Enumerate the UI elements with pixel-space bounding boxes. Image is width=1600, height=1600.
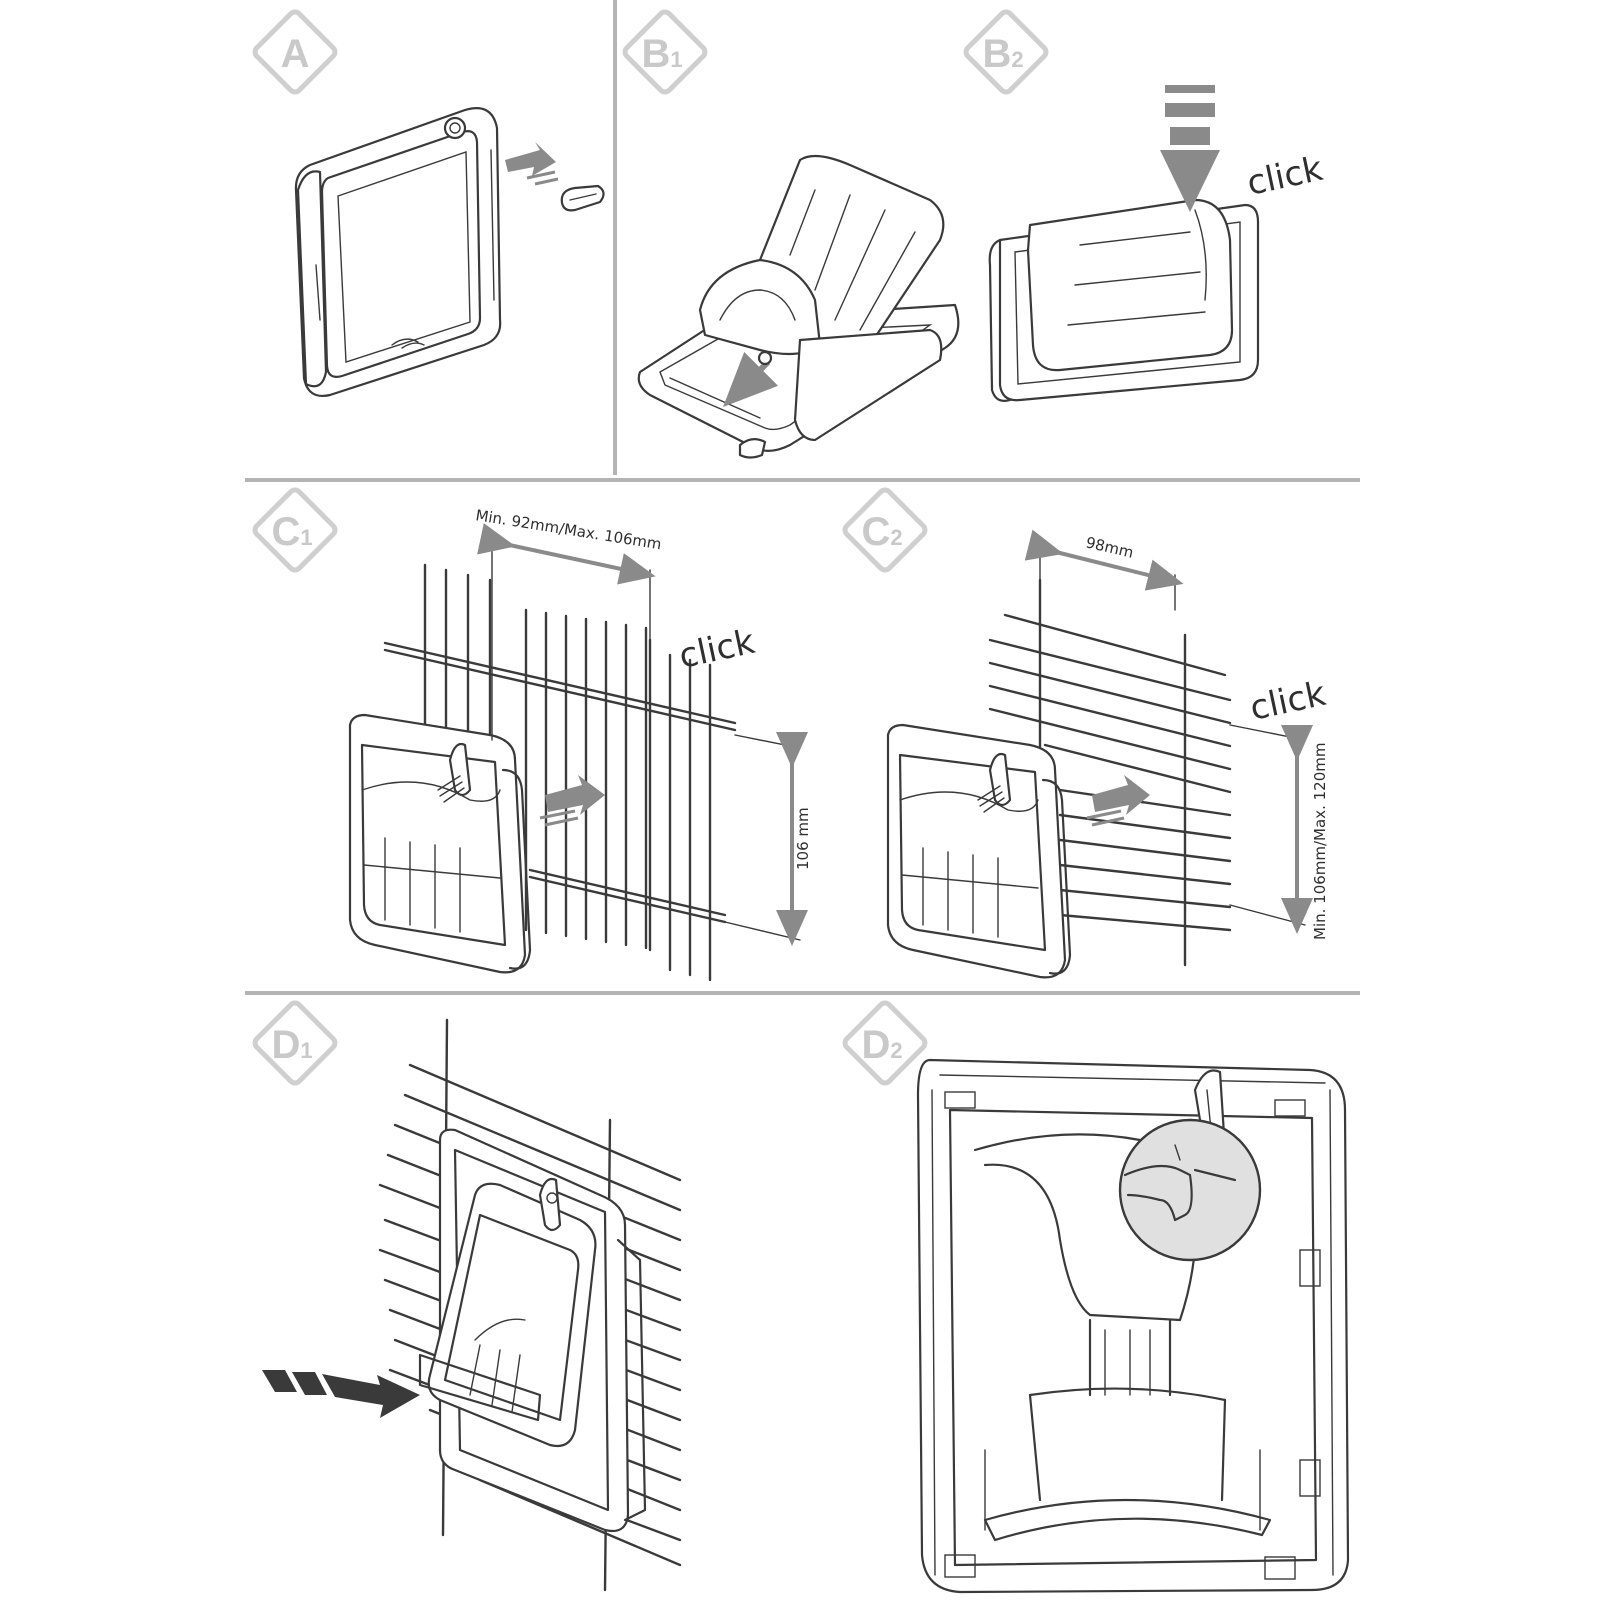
svg-text:D2: D2 <box>861 1023 902 1067</box>
step-badge-c1: C1 <box>252 487 338 573</box>
step-badge-d1-letter: D <box>271 1023 300 1067</box>
lock-clip-c1-icon <box>437 742 472 803</box>
step-badge-b2-sub: 2 <box>1011 47 1023 72</box>
svg-text:B1: B1 <box>641 32 682 76</box>
door-assembly-c2 <box>886 723 1072 979</box>
push-arrow-d1-icon <box>262 1370 420 1418</box>
step-badge-b2: B2 <box>963 9 1049 95</box>
tunnel-flap-d1 <box>418 1182 597 1448</box>
grid-wires-c1 <box>383 563 737 982</box>
height-dimension-c1: 106 mm <box>724 732 812 946</box>
panel-d1-illustration <box>262 1018 682 1592</box>
svg-text:B2: B2 <box>982 32 1023 76</box>
step-badge-d1-sub: 1 <box>300 1038 312 1063</box>
insert-direction-arrow-icon <box>505 142 559 186</box>
lock-clip-d1-icon <box>538 1177 562 1232</box>
cat-flap-panel <box>698 154 945 442</box>
step-badge-d1: D1 <box>252 1000 338 1086</box>
hinge-pin-arrow-icon <box>723 350 779 407</box>
step-badge-d2-letter: D <box>861 1023 890 1067</box>
step-badge-a: A <box>252 9 338 95</box>
c1-click-label: click <box>676 622 759 677</box>
svg-text:D1: D1 <box>271 1023 312 1067</box>
step-badge-c1-letter: C <box>271 510 300 554</box>
step-badge-a-letter: A <box>281 32 310 76</box>
panel-c2-illustration: 98mm Min. 106mm/Max. 120mm click <box>886 529 1330 979</box>
step-badge-d2: D2 <box>842 1000 928 1086</box>
step-badge-c2-sub: 2 <box>890 525 902 550</box>
door-assembly-c1 <box>348 713 532 974</box>
height-dimension-c2: Min. 106mm/Max. 120mm <box>1229 724 1329 940</box>
magnifier-detail-icon <box>1118 1118 1262 1262</box>
step-badge-b1-sub: 1 <box>670 47 682 72</box>
width-dimension-c2: 98mm <box>1024 529 1184 611</box>
step-badge-c2: C2 <box>842 487 928 573</box>
svg-text:C1: C1 <box>271 510 312 554</box>
panel-b2-illustration: click <box>988 85 1327 402</box>
step-badge-b1: B1 <box>622 9 708 95</box>
lock-clip-icon <box>560 184 605 212</box>
cat-flap-panel-b2 <box>1026 198 1234 372</box>
door-frame <box>294 107 502 397</box>
clip-bottom-icon <box>738 438 767 459</box>
svg-text:C2: C2 <box>861 510 902 554</box>
insert-arrow-c1-icon <box>539 775 605 827</box>
c2-width-label: 98mm <box>1084 533 1135 561</box>
push-down-arrow-icon <box>1160 85 1220 212</box>
panel-c1-illustration: Min. 92mm/Max. 106mm 106 mm click <box>348 506 812 982</box>
step-badge-c2-letter: C <box>861 510 890 554</box>
panel-dividers <box>245 0 1360 995</box>
step-badge-b1-letter: B <box>641 32 670 76</box>
width-dimension-c1: Min. 92mm/Max. 106mm <box>474 506 663 741</box>
panel-d2-illustration <box>916 1058 1350 1594</box>
c1-width-label: Min. 92mm/Max. 106mm <box>474 506 662 553</box>
insert-arrow-c2-icon <box>1086 775 1150 827</box>
lock-knob-icon <box>443 116 467 140</box>
lock-clip-c2-icon <box>977 752 1012 813</box>
panel-b1-illustration <box>637 154 960 459</box>
step-badge-b2-letter: B <box>982 32 1011 76</box>
c2-height-label: Min. 106mm/Max. 120mm <box>1311 743 1329 940</box>
step-badge-c1-sub: 1 <box>300 525 312 550</box>
panel-a-illustration <box>294 107 605 397</box>
step-badge-d2-sub: 2 <box>890 1038 902 1063</box>
b2-click-label: click <box>1244 149 1327 204</box>
c2-click-label: click <box>1247 674 1330 729</box>
c1-height-label: 106 mm <box>794 807 812 870</box>
